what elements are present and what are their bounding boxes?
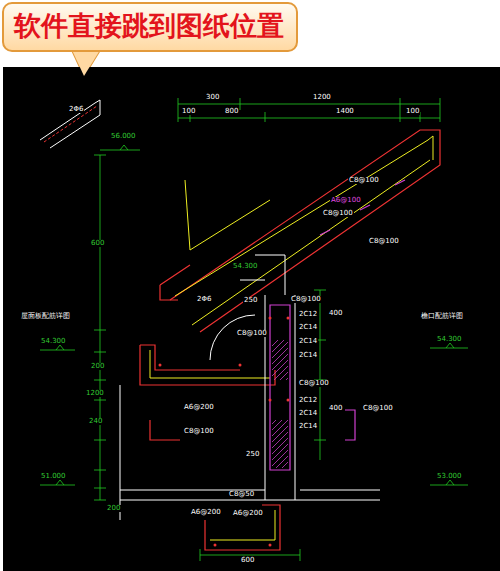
dimension-text: 1200 <box>85 390 105 397</box>
dimension-text: 2Φ6 <box>68 106 84 113</box>
callout-bubble: 软件直接跳到图纸位置 <box>2 2 298 52</box>
dimension-text: 250 <box>243 297 258 304</box>
dimension-text: C8@100 <box>348 177 380 184</box>
dimension-text: C8@100 <box>322 210 354 217</box>
dimension-text: C8@100 <box>298 380 330 387</box>
dimension-text: 56.000 <box>110 133 137 140</box>
dimension-text: 240 <box>88 418 103 425</box>
dimension-text: C8@100 <box>362 405 394 412</box>
dimension-text: 2C14 <box>298 423 318 430</box>
dimension-text: 200 <box>106 505 121 512</box>
dimension-text: 51.000 <box>40 473 67 480</box>
dimension-text: 2Φ6 <box>196 296 212 303</box>
dimension-text: 53.000 <box>436 473 463 480</box>
dimension-text: 200 <box>90 363 105 370</box>
dimension-text: 54.300 <box>40 338 67 345</box>
dimension-text: 2C14 <box>298 324 318 331</box>
dimension-text: C8@100 <box>183 428 215 435</box>
dimension-text: 2C12 <box>298 311 318 318</box>
dimension-text: 檐口配筋详图 <box>420 313 464 320</box>
dimension-text: C8@100 <box>290 296 322 303</box>
dimension-text: 2C14 <box>298 338 318 345</box>
dimension-text: 2C14 <box>298 352 318 359</box>
dimension-text: C8@50 <box>228 491 255 498</box>
dimension-text: 1200 <box>312 94 332 101</box>
dimension-text: 54.300 <box>436 336 463 343</box>
dimension-text: 300 <box>205 94 220 101</box>
dimension-text: 2C14 <box>298 410 318 417</box>
dimension-text: C8@100 <box>368 238 400 245</box>
dimension-text: 100 <box>405 108 420 115</box>
dimension-text: 600 <box>240 557 255 564</box>
dimension-text: 1400 <box>335 108 355 115</box>
dimension-text: 100 <box>181 108 196 115</box>
dimension-text: 屋面板配筋详图 <box>20 313 71 320</box>
dimension-text: 2C12 <box>298 397 318 404</box>
dimension-text: 600 <box>90 240 105 247</box>
dimension-text: A6@200 <box>190 509 222 516</box>
callout-text: 软件直接跳到图纸位置 <box>14 10 284 41</box>
dimension-text: 250 <box>245 451 260 458</box>
dimension-text: A6@200 <box>232 510 264 517</box>
dimension-text: 400 <box>328 405 343 412</box>
dimension-text: A6@100 <box>330 197 362 204</box>
dimension-text: 800 <box>224 108 239 115</box>
cad-background <box>3 67 500 571</box>
dimension-text: 54.300 <box>232 263 259 270</box>
dimension-text: C8@100 <box>236 330 268 337</box>
dimension-text: 400 <box>328 310 343 317</box>
dimension-text: A6@200 <box>183 404 215 411</box>
